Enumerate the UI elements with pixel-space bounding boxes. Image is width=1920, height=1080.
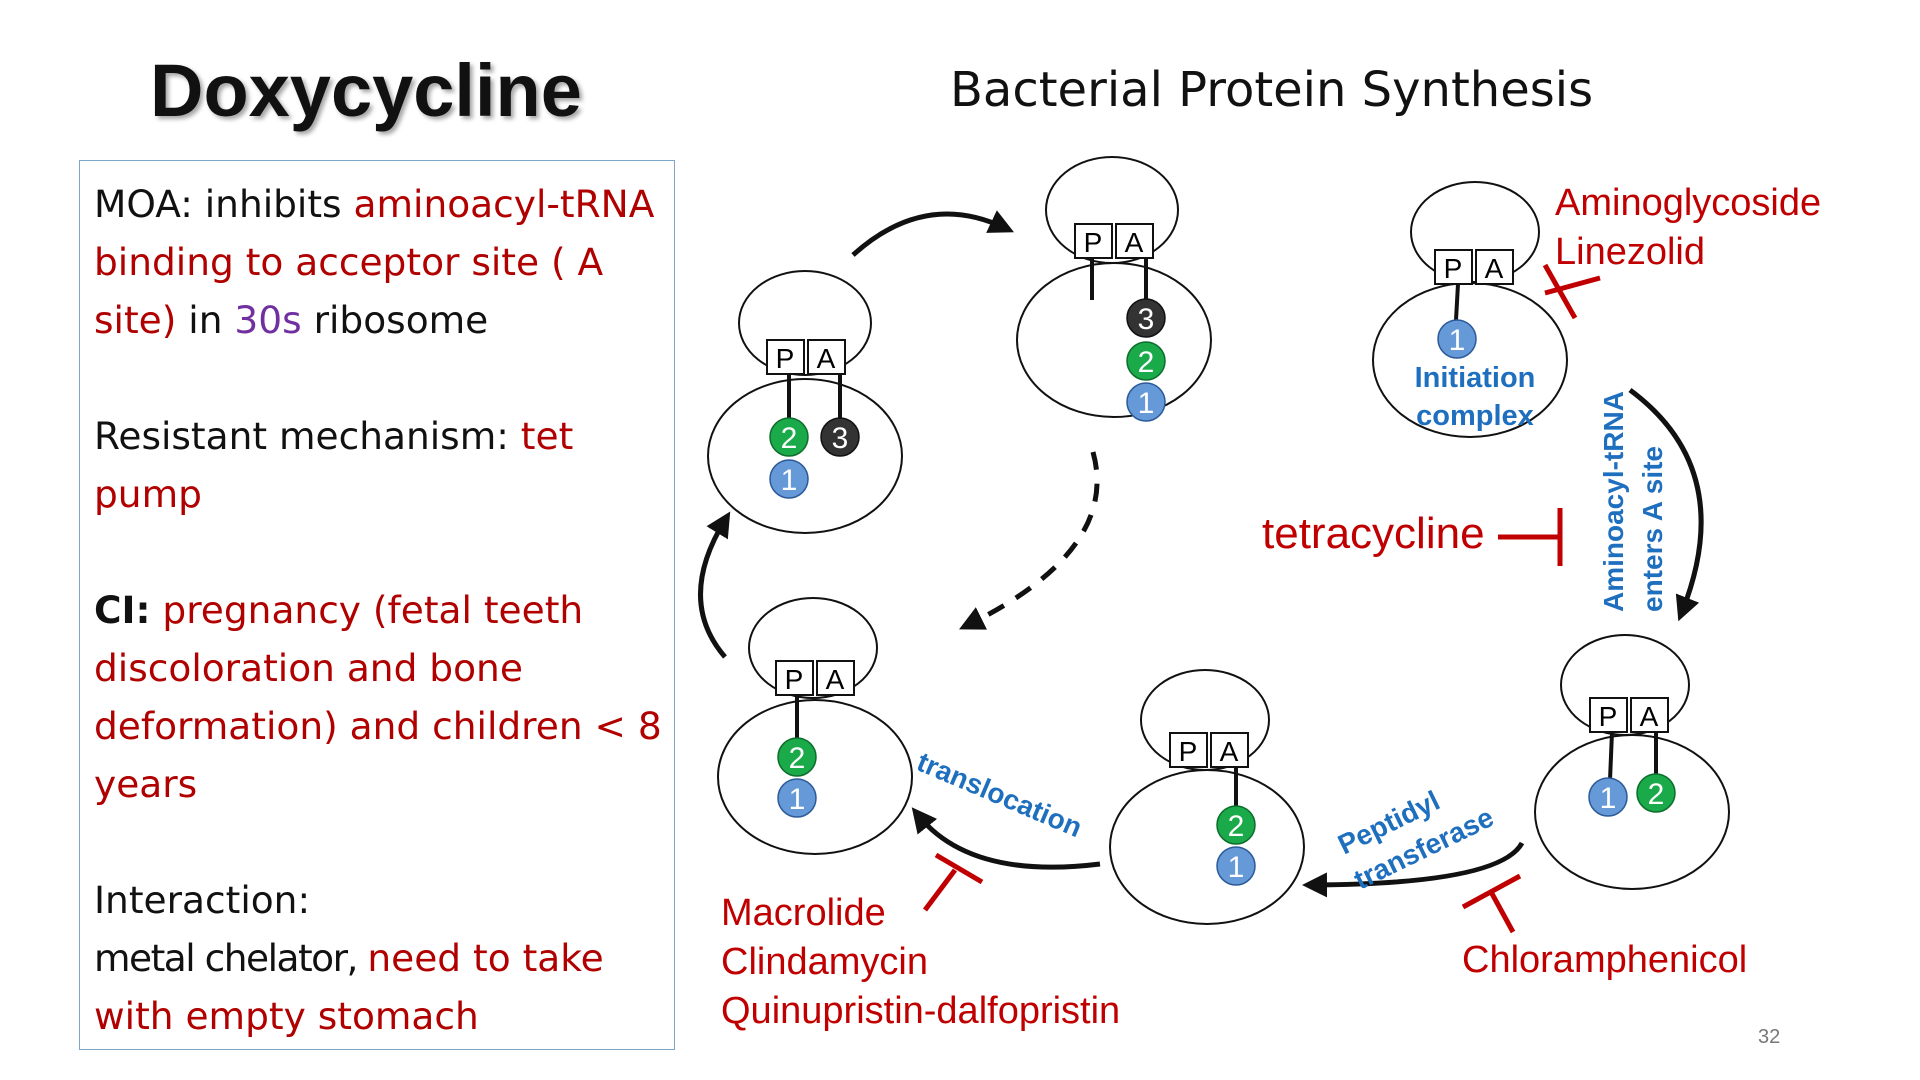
initiation-label-2: complex (1416, 400, 1534, 432)
interaction-value2: need to take with empty stomach (94, 936, 604, 1038)
aminoacyl-label-1: Aminoacyl-tRNA (1598, 391, 1629, 612)
inhibitor-bar-chloramphenicol (1461, 873, 1522, 934)
tetracycline-label: tetracycline (1262, 509, 1485, 558)
chloramphenicol-label: Chloramphenicol (1462, 939, 1747, 981)
ribosome-translocated: P A 2 1 (717, 597, 913, 855)
aminoglycoside-label: Aminoglycoside (1555, 182, 1821, 224)
trna-1: 1 (781, 464, 798, 497)
p-site-label: P (1599, 701, 1618, 732)
moa-label: MOA: inhibits (94, 182, 354, 226)
translocation-label: translocation (913, 746, 1087, 843)
inhibitor-bar-aminoglycoside (1542, 263, 1601, 320)
p-site-label: P (1084, 227, 1103, 258)
ci-value: pregnancy (fetal teeth discoloration and… (94, 588, 662, 806)
arrow-to-elongated (851, 210, 1015, 257)
inhibitor-bar-tetracycline (1498, 508, 1563, 566)
trna-2: 2 (781, 422, 798, 455)
trna-2: 2 (1228, 810, 1245, 843)
a-site-label: A (826, 664, 845, 695)
diagram-title: Bacterial Protein Synthesis (950, 62, 1594, 118)
moa-text: MOA: inhibits aminoacyl-tRNA binding to … (94, 175, 674, 349)
trna-2: 2 (789, 742, 806, 775)
quinupristin-label: Quinupristin-dalfopristin (721, 990, 1120, 1032)
trna-2: 2 (1648, 778, 1665, 811)
trna-3: 3 (1138, 303, 1155, 336)
arrow-aminoacyl-entry (1628, 387, 1704, 622)
page-number: 32 (1758, 1026, 1781, 1048)
ribosome-initiation: P A 1 Initiation complex (1372, 181, 1568, 438)
slide-title: Doxycycline (150, 49, 582, 132)
interaction-text: Interaction: metal chelator, need to tak… (94, 871, 674, 1045)
arrow-dashed-return (959, 451, 1100, 630)
info-box: MOA: inhibits aminoacyl-tRNA binding to … (79, 160, 675, 1050)
ribosome-aminoacyl-entered: P A 1 2 (1534, 634, 1730, 890)
a-site-label: A (1125, 227, 1144, 258)
a-site-label: A (1220, 736, 1239, 767)
aminoacyl-label-2: enters A site (1637, 446, 1668, 612)
resistance-label: Resistant mechanism: (94, 414, 521, 458)
moa-highlight: aminoacyl-tRNA binding to acceptor site … (94, 182, 655, 342)
trna-1: 1 (789, 783, 806, 816)
arrow-to-next-cycle (698, 511, 731, 659)
a-site-label: A (1485, 253, 1504, 284)
ribosome-next-aminoacyl: P A 2 3 1 (707, 270, 903, 534)
linezolid-label: Linezolid (1555, 231, 1705, 273)
macrolide-label: Macrolide (721, 892, 886, 934)
moa-30s: 30s (234, 298, 302, 342)
inhibitor-bar-macrolide (923, 852, 984, 912)
trna-1: 1 (1228, 851, 1245, 884)
ci-label: CI: (94, 588, 151, 632)
arrow-peptidyl-transferase (1302, 841, 1525, 898)
p-site-label: P (785, 664, 804, 695)
initiation-label-1: Initiation (1415, 362, 1536, 394)
clindamycin-label: Clindamycin (721, 941, 928, 983)
trna-1: 1 (1138, 387, 1155, 420)
ci-text: CI: pregnancy (fetal teeth discoloration… (94, 581, 674, 813)
resistance-value: tet pump (94, 414, 574, 516)
a-site-label: A (1640, 701, 1659, 732)
trna-2: 2 (1138, 346, 1155, 379)
p-site-label: P (1444, 253, 1463, 284)
interaction-value1: metal chelator, (94, 936, 368, 980)
trna-1: 1 (1600, 782, 1617, 815)
p-site-label: P (776, 343, 795, 374)
resistance-text: Resistant mechanism: tet pump (94, 407, 674, 523)
ribosome-peptide-transferred: P A 2 1 (1109, 669, 1305, 925)
arrow-translocation (911, 807, 1101, 870)
interaction-label: Interaction: (94, 878, 311, 922)
ribosome-chain-elongated: P A 3 2 1 (1016, 156, 1212, 422)
moa-mid: in (176, 298, 235, 342)
trna-1: 1 (1449, 324, 1466, 357)
a-site-label: A (817, 343, 836, 374)
trna-3: 3 (832, 422, 849, 455)
moa-end: ribosome (301, 298, 489, 342)
p-site-label: P (1179, 736, 1198, 767)
